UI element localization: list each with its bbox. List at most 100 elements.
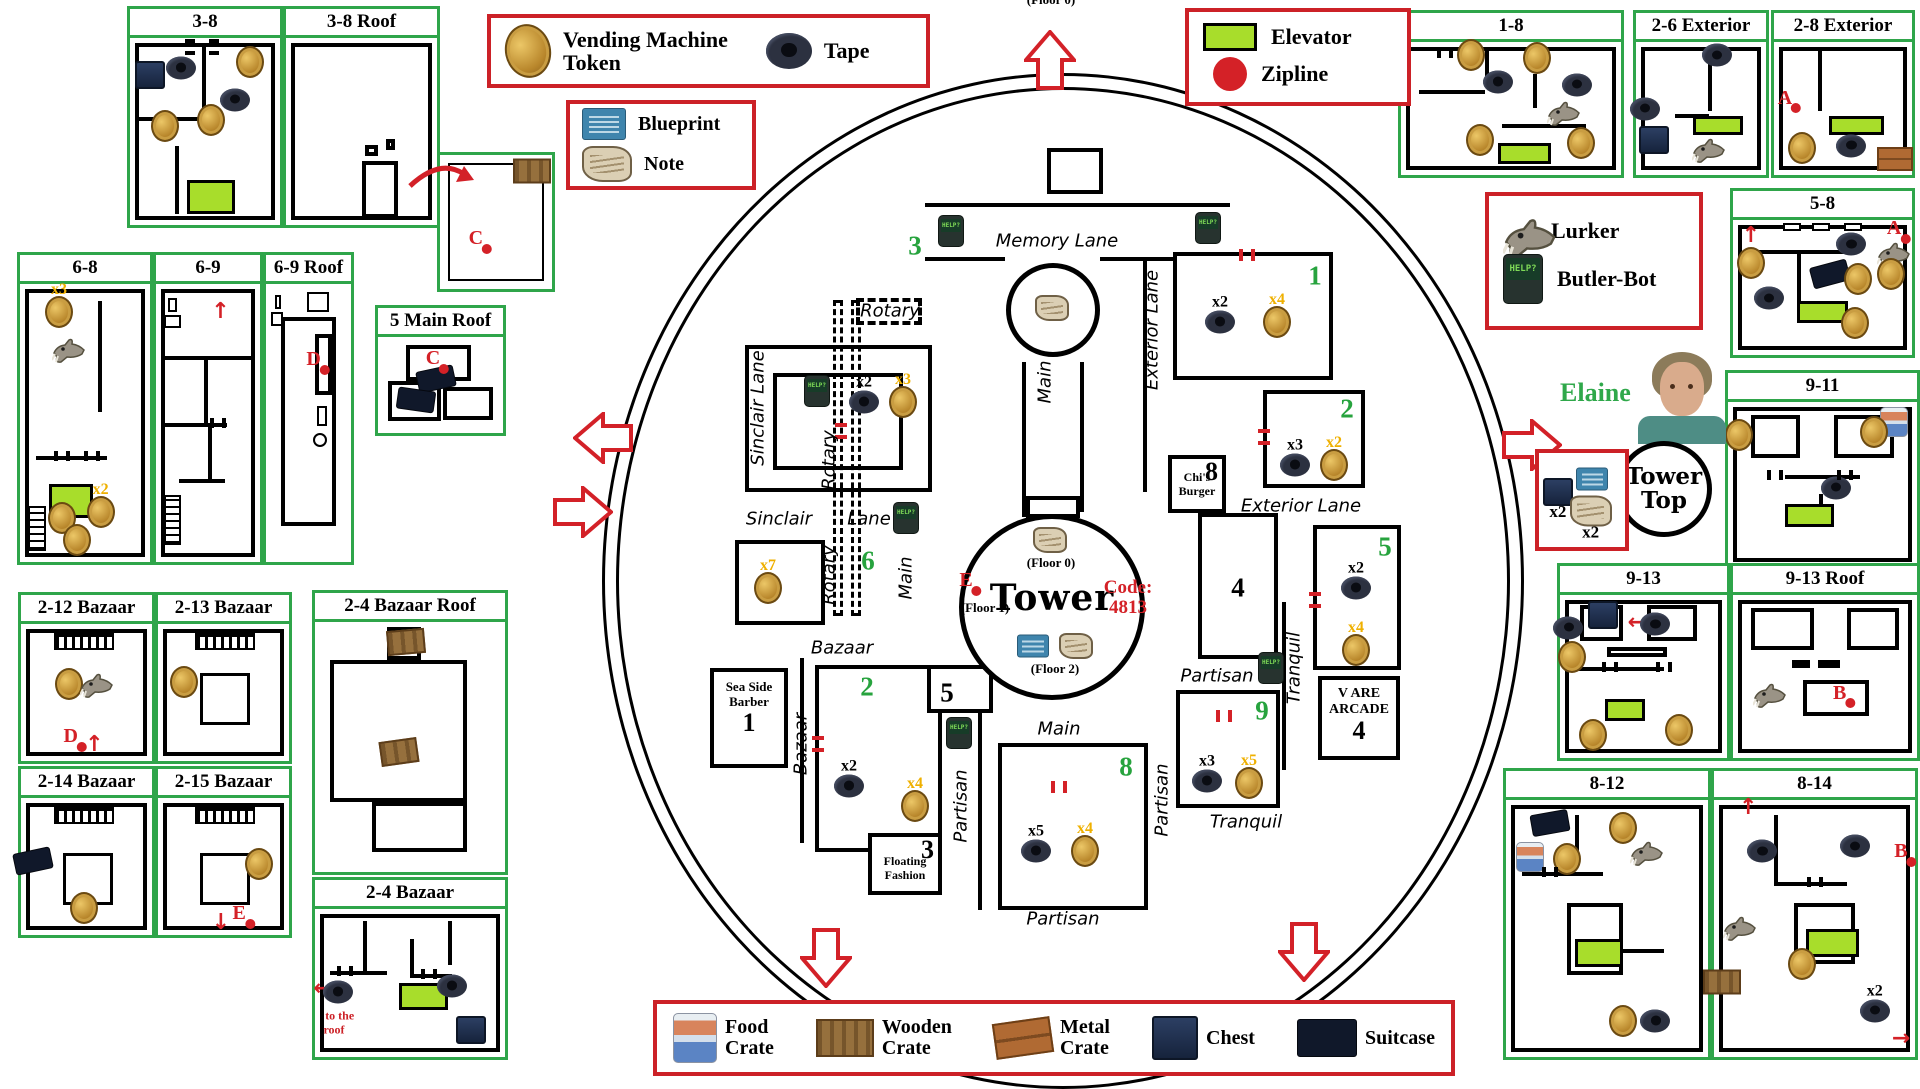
tape-icon [166,56,196,80]
wall [978,697,982,910]
door-marker [1602,661,1619,672]
chest-legend: Chest [1152,1016,1255,1060]
count-label: x2 [856,373,872,391]
wall [1080,362,1084,512]
wall [164,423,227,427]
tower-top-label: Tower [1625,462,1703,490]
wall [202,45,206,117]
door-marker [1655,661,1672,672]
panel-body: ↑ [156,284,260,562]
zipline-legend-row: Zipline [1203,57,1328,91]
building-outline [330,659,467,802]
tape-icon: x2 [1341,560,1371,600]
room-number: 6 [861,545,875,576]
tape-icon [1640,1009,1671,1033]
tape-icon [1482,70,1513,94]
building-outline [1198,513,1278,659]
tape-icon [1839,834,1870,858]
direction-arrow: → [1891,1026,1911,1051]
building-outline [1173,252,1333,380]
room-number: 1 [1308,260,1322,291]
tape-icon [1836,134,1867,158]
street-label: Partisan [1180,665,1254,687]
exit-arrow-bottom-right [1278,922,1330,982]
zipline-marker-E: E [959,569,983,596]
token-icon [1579,719,1608,752]
legend-elevator-zipline: Elevator Zipline [1185,8,1411,106]
wooden-crate-icon [815,1019,874,1057]
door-marker [1542,866,1559,877]
token-icon [1787,132,1816,165]
tape-icon: x3 [1280,437,1310,477]
lurker-icon [1545,101,1581,127]
door-marker [209,39,219,56]
lurker-icon [1690,138,1726,164]
token-icon [1859,415,1888,448]
shop-name: Chi's [1183,470,1211,484]
wall [1484,49,1489,85]
panel-title: 3-8 [130,9,280,38]
floor-plan-p213: 2-13 Bazaar [155,592,292,764]
elevator-door-marker [1216,710,1232,722]
building-outline [1751,608,1814,651]
panel-title: 8-14 [1714,771,1915,800]
panel-body: A↑ [1733,218,1912,355]
tape-icon [322,980,353,1004]
suitcase-legend: Suitcase [1296,1019,1435,1057]
street-label: Partisan [950,769,972,843]
stairs [164,495,181,546]
count-label: x3 [1199,752,1215,770]
elaine-portrait [1634,352,1730,444]
building-outline [1606,647,1667,657]
tape-icon [436,974,467,998]
tape-icon [1553,616,1584,640]
token-icon [1664,714,1693,747]
token-icon [55,668,84,701]
window-sill [274,295,282,309]
lurker-icon [79,673,114,699]
panel-title: 2-14 Bazaar [21,769,152,798]
building-outline [1817,660,1840,669]
shop-number: 8 [1205,457,1218,486]
elevator-marker [1806,928,1859,957]
count-label: x4 [1348,619,1364,636]
radiator [194,806,255,825]
wall [448,920,452,966]
panel-title: 9-13 Roof [1733,566,1917,595]
street-label: Lane [847,508,891,530]
building-outline [1176,690,1280,808]
room-number: 4 [1231,572,1245,603]
token-icon [1567,127,1596,160]
wall [1418,89,1485,94]
panel-title: 1-8 [1401,13,1621,42]
zipline-icon [1213,57,1247,91]
token-icon [63,523,92,556]
building-outline [815,665,942,852]
room-number: 5 [940,677,954,708]
wall [1282,602,1286,770]
panel-title: 9-13 [1560,566,1727,595]
panel-title: 8-12 [1506,771,1708,800]
wall [164,356,252,361]
panel-title: 5-8 [1733,191,1912,220]
lurker-legend-label: Lurker [1551,218,1620,244]
butler-bot-icon: HELP? [946,717,972,749]
zipline-marker-A: A [1777,86,1803,114]
butler-bot-icon: HELP? [893,502,919,534]
wall [1574,815,1579,867]
building-outline [773,373,903,470]
panel-body [1630,42,1766,175]
shop-floating-fashion: 3 Floating Fashion [868,833,942,895]
map-label: roof [323,1022,345,1037]
floor-plan-proofc: C [437,152,555,292]
tape-legend-label: Tape [823,38,870,64]
building-outline [1047,148,1103,194]
street-label: Rotary [818,545,840,605]
elevator-marker [1784,504,1834,528]
wall [203,356,208,423]
